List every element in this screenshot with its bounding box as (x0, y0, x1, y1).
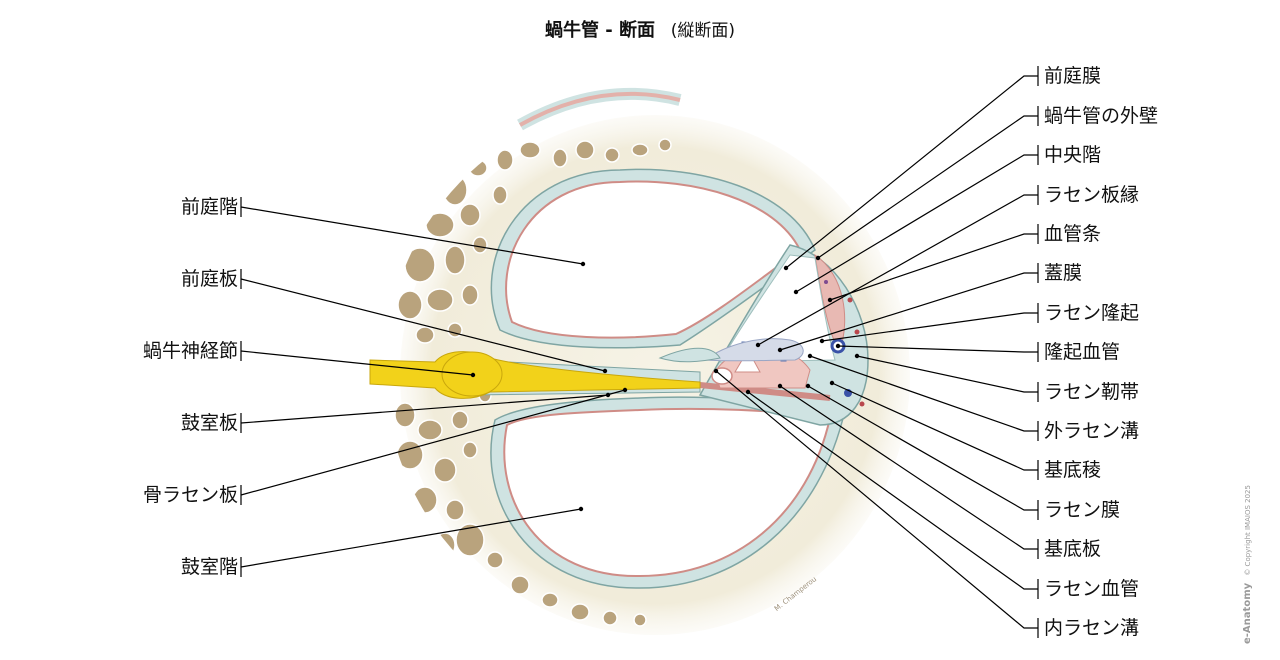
brand-copyright: © Copyright IMAIOS 2025 (1244, 485, 1252, 576)
right-leader-dot (854, 353, 860, 359)
left-leader-dot (580, 261, 586, 267)
label-spiral-limbus: ラセン板縁 (1044, 184, 1140, 206)
tectorial-membrane (703, 338, 804, 362)
left-leader-dot (605, 392, 611, 398)
right-leader-line (856, 355, 1038, 393)
label-tympanic-lamina: 鼓室板 (180, 412, 238, 434)
label-osseous-spiral-lamina: 骨ラセン板 (142, 484, 238, 506)
label-vas-prominens: 隆起血管 (1044, 341, 1121, 363)
label-spiral-membrane: ラセン膜 (1044, 499, 1121, 521)
right-leader-line (715, 370, 1038, 629)
diagram-title: 蝸牛管 - 断面 (縦断面) (0, 16, 1280, 42)
label-spiral-vessel: ラセン血管 (1044, 578, 1140, 600)
right-leader-dot (807, 353, 813, 359)
leader-lines (240, 66, 1039, 638)
right-leader-line (757, 194, 1038, 346)
right-leader-line (747, 391, 1038, 590)
right-leader-dot (793, 289, 799, 295)
left-leader-line (240, 394, 609, 424)
title-main: 蝸牛管 - 断面 (544, 20, 655, 41)
right-leader-line (807, 385, 1038, 511)
left-leader-line (240, 350, 474, 376)
label-vestibular-lamina: 前庭板 (180, 268, 238, 290)
right-leader-dot (827, 297, 833, 303)
right-leader-line (795, 154, 1038, 293)
brand-watermark: e-Anatomy © Copyright IMAIOS 2025 (1242, 485, 1253, 644)
label-vestibular-membrane: 前庭膜 (1044, 65, 1102, 87)
spiral-limbus (658, 347, 721, 363)
right-leader-line (831, 382, 1038, 471)
left-leader-line (240, 389, 626, 496)
left-leader-dot (578, 506, 584, 512)
right-leader-line (785, 75, 1038, 269)
label-inner-spiral-sulcus: 内ラセン溝 (1044, 617, 1140, 639)
right-leader-dot (815, 255, 821, 261)
right-leader-dot (819, 338, 825, 344)
title-sub: (縦断面) (670, 21, 735, 41)
left-leader-dot (622, 387, 628, 393)
left-leader-line (240, 206, 584, 265)
right-leader-dot (777, 347, 783, 353)
brand-name: e-Anatomy (1242, 582, 1253, 644)
label-basilar-crest: 基底稜 (1044, 459, 1102, 481)
right-leader-dot (829, 380, 835, 386)
right-leader-dot (835, 343, 841, 349)
label-scala-tympani: 鼓室階 (180, 556, 238, 578)
right-leader-line (817, 115, 1038, 259)
left-leader-line (240, 278, 606, 372)
right-leader-line (809, 355, 1038, 432)
right-leader-dot (745, 389, 751, 395)
right-leader-dot (777, 383, 783, 389)
left-leader-dot (470, 372, 476, 378)
label-stria-vascularis: 血管条 (1044, 223, 1102, 245)
label-spiral-ligament: ラセン靭帯 (1044, 381, 1140, 403)
label-scala-media: 中央階 (1044, 144, 1102, 166)
right-leader-line (779, 385, 1038, 550)
scala-vestibuli (505, 180, 802, 339)
right-leader-line (821, 312, 1038, 342)
spongy-bone-cells (388, 138, 672, 627)
right-leader-dot (805, 383, 811, 389)
right-leader-dot (713, 368, 719, 374)
label-spiral-ganglion: 蝸牛神経節 (142, 340, 238, 362)
right-leader-dot (755, 342, 761, 348)
label-scala-vestibuli: 前庭階 (180, 196, 238, 218)
leader-dots (470, 255, 860, 512)
label-spiral-prominence: ラセン隆起 (1044, 302, 1140, 324)
right-leader-line (837, 345, 1038, 353)
right-leader-line (779, 272, 1038, 351)
scala-tympani (503, 407, 832, 578)
label-tectorial-membrane: 蓋膜 (1044, 262, 1083, 284)
label-outer-wall-cochlear-duct: 蝸牛管の外壁 (1044, 105, 1159, 127)
label-basilar-membrane: 基底板 (1044, 538, 1102, 560)
right-leader-dot (783, 265, 789, 271)
left-leader-dot (602, 368, 608, 374)
label-outer-spiral-sulcus: 外ラセン溝 (1044, 420, 1140, 442)
right-leader-line (829, 233, 1038, 301)
left-leader-line (240, 508, 582, 568)
